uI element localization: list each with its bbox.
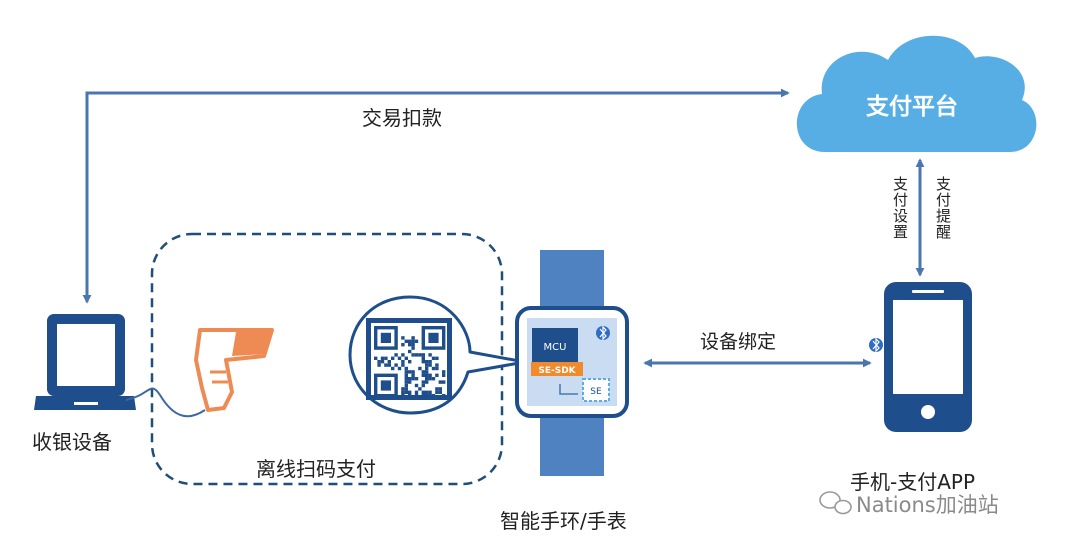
chip-mcu-label: MCU bbox=[544, 342, 567, 353]
cashier-laptop-icon bbox=[34, 314, 136, 410]
barcode-scanner-icon bbox=[194, 328, 274, 412]
pay-settings-label: 支付设置 bbox=[891, 176, 909, 240]
chip-sdk-label: SE-SDK bbox=[538, 366, 576, 376]
qr-code-icon bbox=[374, 326, 446, 398]
transaction-arrow bbox=[82, 88, 790, 304]
cashier-label: 收银设备 bbox=[32, 430, 112, 454]
phone-label: 手机-支付APP bbox=[850, 470, 976, 494]
chip-se-label: SE bbox=[590, 387, 602, 397]
wechat-icon bbox=[819, 491, 852, 515]
mobile-phone-icon bbox=[884, 282, 972, 432]
phone-bluetooth-icon bbox=[869, 337, 883, 353]
offline-payment-area bbox=[150, 232, 504, 486]
transaction-label: 交易扣款 bbox=[362, 106, 442, 130]
payment-platform-cloud bbox=[796, 35, 1037, 152]
watermark-label: Nations加油站 bbox=[856, 493, 999, 517]
device-binding-label: 设备绑定 bbox=[700, 331, 777, 353]
smart-watch-icon bbox=[515, 250, 629, 476]
wearable-label: 智能手环/手表 bbox=[500, 509, 627, 533]
cloud-label: 支付平台 bbox=[866, 94, 958, 120]
scanner-cable bbox=[125, 387, 206, 418]
bluetooth-icon bbox=[596, 325, 610, 341]
offline-area-label: 离线扫码支付 bbox=[256, 457, 376, 481]
pay-reminder-label: 支付提醒 bbox=[934, 176, 952, 240]
